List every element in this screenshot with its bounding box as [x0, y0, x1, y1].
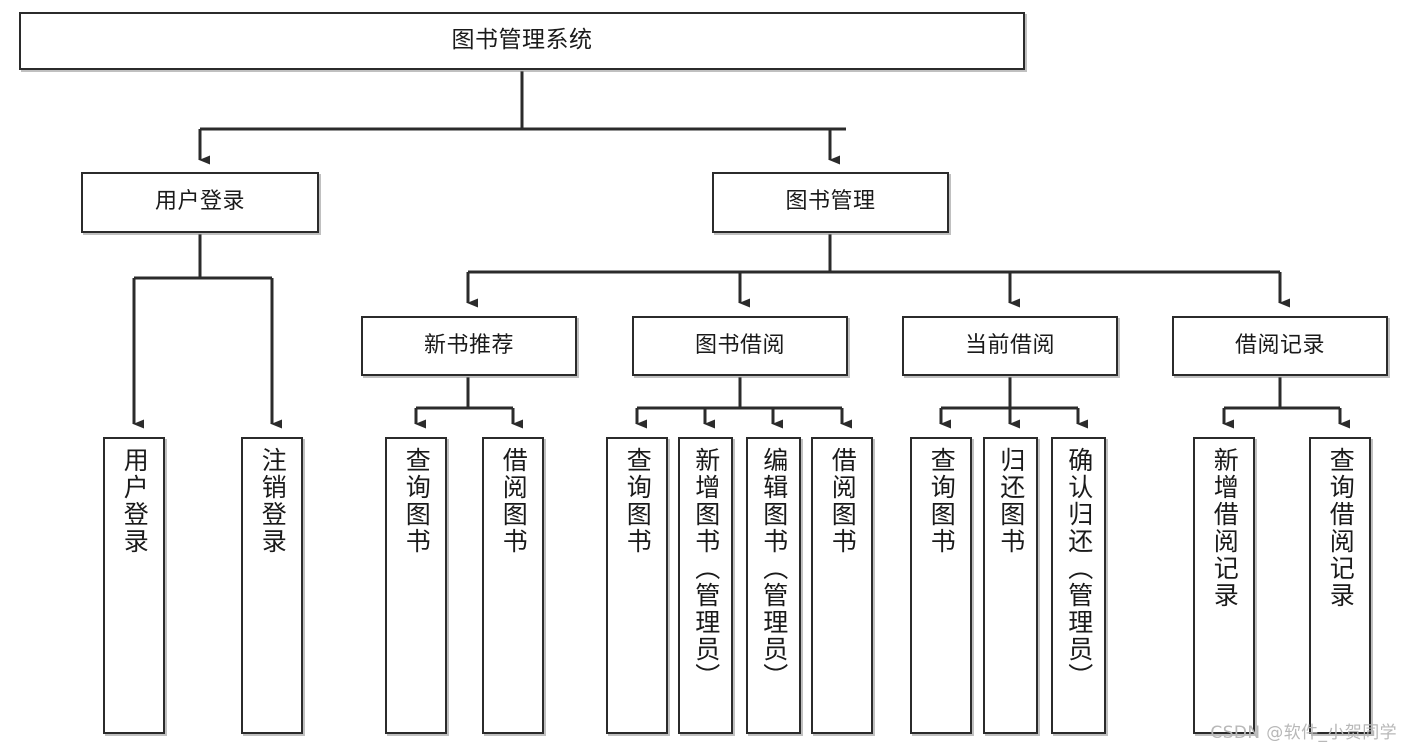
node-label: 用户登录: [154, 189, 245, 215]
node-label: 借阅图书: [828, 447, 858, 555]
node-label: 图书借阅: [694, 332, 785, 358]
node-borrow-record[interactable]: 借阅记录: [1172, 316, 1388, 376]
node-label: 查询图书: [623, 447, 653, 555]
node-leaf-borrow-book-2[interactable]: 借阅图书: [811, 437, 873, 734]
node-label: 归还图书: [996, 447, 1026, 555]
node-leaf-logout-login[interactable]: 注销登录: [241, 437, 303, 734]
node-label: 新书推荐: [423, 332, 514, 358]
node-label: 注销登录: [258, 447, 288, 555]
node-leaf-confirm-return[interactable]: 确认归还（管理员）: [1051, 437, 1106, 734]
node-leaf-edit-book[interactable]: 编辑图书（管理员）: [746, 437, 801, 734]
node-label: 图书管理: [785, 189, 876, 215]
node-label: 借阅记录: [1234, 332, 1325, 358]
watermark-text: CSDN @软件_小贺同学: [1210, 723, 1397, 743]
node-leaf-query-record[interactable]: 查询借阅记录: [1309, 437, 1371, 734]
node-label: 图书管理系统: [451, 27, 593, 54]
node-user-login[interactable]: 用户登录: [81, 172, 319, 233]
node-label: 编辑图书（管理员）: [759, 447, 789, 690]
node-leaf-add-record[interactable]: 新增借阅记录: [1193, 437, 1255, 734]
node-leaf-return-book[interactable]: 归还图书: [983, 437, 1038, 734]
node-label: 查询图书: [927, 447, 957, 555]
node-leaf-query-book-3[interactable]: 查询图书: [910, 437, 972, 734]
node-label: 新增借阅记录: [1210, 447, 1240, 609]
node-book-management[interactable]: 图书管理: [712, 172, 949, 233]
node-leaf-query-book-2[interactable]: 查询图书: [606, 437, 668, 734]
node-label: 新增图书（管理员）: [691, 447, 721, 690]
node-label: 查询借阅记录: [1326, 447, 1356, 609]
node-book-borrow[interactable]: 图书借阅: [632, 316, 848, 376]
node-root-system[interactable]: 图书管理系统: [19, 12, 1025, 70]
node-label: 借阅图书: [499, 447, 529, 555]
node-label: 查询图书: [402, 447, 432, 555]
node-leaf-user-login[interactable]: 用户登录: [103, 437, 165, 734]
node-label: 用户登录: [120, 447, 150, 555]
node-label: 当前借阅: [964, 332, 1055, 358]
node-leaf-borrow-book-1[interactable]: 借阅图书: [482, 437, 544, 734]
node-current-borrow[interactable]: 当前借阅: [902, 316, 1118, 376]
node-new-book-recommend[interactable]: 新书推荐: [361, 316, 577, 376]
node-leaf-query-book-1[interactable]: 查询图书: [385, 437, 447, 734]
node-label: 确认归还（管理员）: [1064, 447, 1094, 690]
node-leaf-add-book[interactable]: 新增图书（管理员）: [678, 437, 733, 734]
